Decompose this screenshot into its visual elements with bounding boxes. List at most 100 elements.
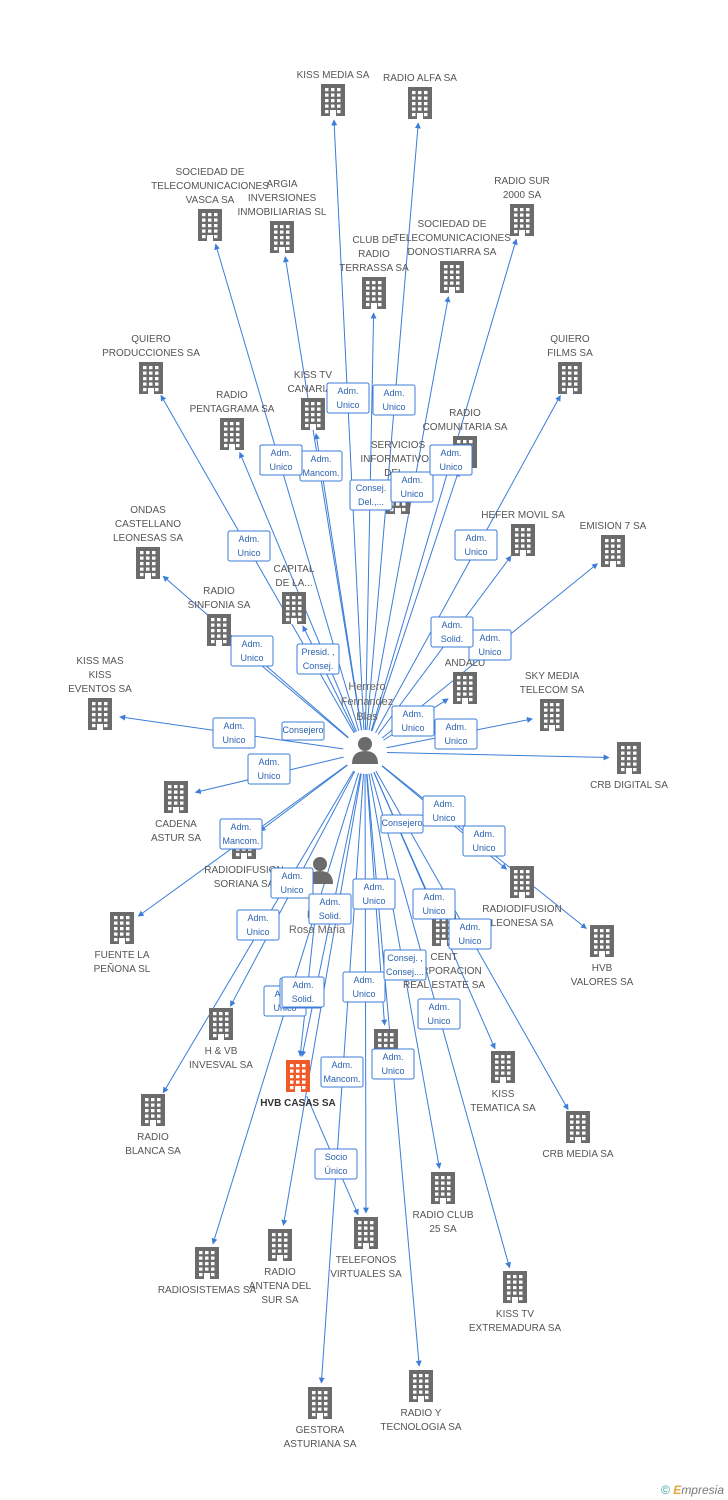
edge-role-label[interactable]: Adm.Solid.: [430, 616, 474, 648]
edge-role-label[interactable]: Adm.Mancom.: [320, 1056, 364, 1088]
edge-role-label[interactable]: Consej. ,Consej....: [383, 949, 427, 981]
company-node-radioalfa[interactable]: RADIO ALFA SA: [383, 73, 457, 119]
brand-initial: E: [673, 1483, 682, 1497]
company-node-andalu[interactable]: ANDALU: [445, 658, 486, 704]
company-label: RADIO: [358, 249, 390, 260]
edge-role-label[interactable]: Adm.Unico: [270, 867, 314, 899]
company-node-radiosistemas[interactable]: RADIOSISTEMAS SA: [158, 1247, 257, 1296]
company-label: ASTURIANA SA: [284, 1439, 357, 1450]
building-icon: [164, 781, 188, 813]
edge-role-label[interactable]: Adm.Unico: [462, 825, 506, 857]
edge-role-text: Adm.: [445, 722, 466, 732]
edge-role-label[interactable]: Adm.Unico: [434, 718, 478, 750]
edge-role-text: Consej....: [386, 967, 424, 977]
edge-role-label[interactable]: Adm.Unico: [391, 705, 435, 737]
edge-line: [364, 312, 377, 731]
company-label: CADENA: [155, 819, 197, 830]
edge-role-label[interactable]: Adm.Unico: [468, 629, 512, 661]
company-node-crbdigital[interactable]: CRB DIGITAL SA: [590, 742, 668, 791]
edge-role-label[interactable]: Adm.Mancom.: [299, 450, 343, 482]
company-label: PENTAGRAMA SA: [190, 404, 275, 415]
company-label: RADIOSISTEMAS SA: [158, 1285, 257, 1296]
edge-role-label[interactable]: Adm.Mancom.: [219, 818, 263, 850]
edge-role-label[interactable]: Adm.Unico: [371, 1048, 415, 1080]
edge-role-label[interactable]: Adm.Unico: [236, 909, 280, 941]
edge-role-text: Adm.: [238, 534, 259, 544]
company-label: HVB CASAS SA: [260, 1098, 336, 1109]
edge-role-label[interactable]: Adm.Unico: [326, 382, 370, 414]
company-node-donostiarra[interactable]: SOCIEDAD DETELECOMUNICACIONESDONOSTIARRA…: [393, 219, 511, 293]
company-node-crbmedia[interactable]: CRB MEDIA SA: [542, 1111, 614, 1160]
company-label: INVESVAL SA: [189, 1060, 253, 1071]
edge-role-label[interactable]: Adm.Unico: [454, 529, 498, 561]
edge-role-label[interactable]: Adm.Unico: [230, 635, 274, 667]
edge-role-label[interactable]: Adm.Unico: [412, 888, 456, 920]
building-icon: [601, 535, 625, 567]
company-node-hefer[interactable]: HEFER MOVIL SA: [481, 510, 565, 556]
edge-role-label[interactable]: Consejero: [281, 721, 325, 741]
edge-role-text: Adm.: [319, 897, 340, 907]
edge-role-label[interactable]: Adm.Unico: [259, 444, 303, 476]
edge-role-label[interactable]: Presid. ,Consej.: [296, 643, 340, 675]
building-icon: [321, 84, 345, 116]
company-node-emision7[interactable]: EMISION 7 SA: [580, 521, 647, 567]
edge-role-label[interactable]: Adm.Unico: [422, 795, 466, 827]
edge-role-label[interactable]: Adm.Unico: [390, 471, 434, 503]
company-node-hvbcasas[interactable]: HVB CASAS SA: [260, 1060, 336, 1109]
edge-role-label[interactable]: Adm.Unico: [429, 444, 473, 476]
edge-role-text: Adm.: [465, 533, 486, 543]
building-icon: [270, 221, 294, 253]
edge-role-label[interactable]: Adm. Unico: [227, 530, 271, 562]
edge-role-label[interactable]: Adm.Unico: [352, 878, 396, 910]
edge-role-text: Unico: [246, 927, 269, 937]
edge-role-label[interactable]: Consej.Del.,...: [349, 479, 393, 511]
company-label: SINFONIA SA: [188, 600, 251, 611]
edge-line: [283, 256, 362, 731]
building-icon: [566, 1111, 590, 1143]
company-node-kissmedia[interactable]: KISS MEDIA SA: [297, 70, 370, 116]
edge-role-label[interactable]: Adm.Unico: [448, 918, 492, 950]
edge-role-label[interactable]: Consejero: [380, 814, 424, 834]
edge-role-label[interactable]: Adm.Unico: [212, 717, 256, 749]
company-label: DE LA...: [275, 578, 312, 589]
edge-role-text: Unico: [237, 548, 260, 558]
edge-line: [386, 752, 610, 761]
company-label: TELECOM SA: [520, 685, 585, 696]
edge-role-label[interactable]: Adm.Solid.: [308, 893, 352, 925]
edge-role-label[interactable]: Adm.Solid.: [281, 976, 325, 1008]
edge-role-label[interactable]: Adm.Unico: [417, 998, 461, 1030]
edge-role-label[interactable]: Adm.Unico: [247, 753, 291, 785]
edge-role-label[interactable]: Adm.Unico: [342, 971, 386, 1003]
company-label: KISS: [492, 1089, 515, 1100]
edge-role-label[interactable]: Adm.Unico: [372, 384, 416, 416]
empresia-logo: © Empresia: [661, 1483, 724, 1497]
